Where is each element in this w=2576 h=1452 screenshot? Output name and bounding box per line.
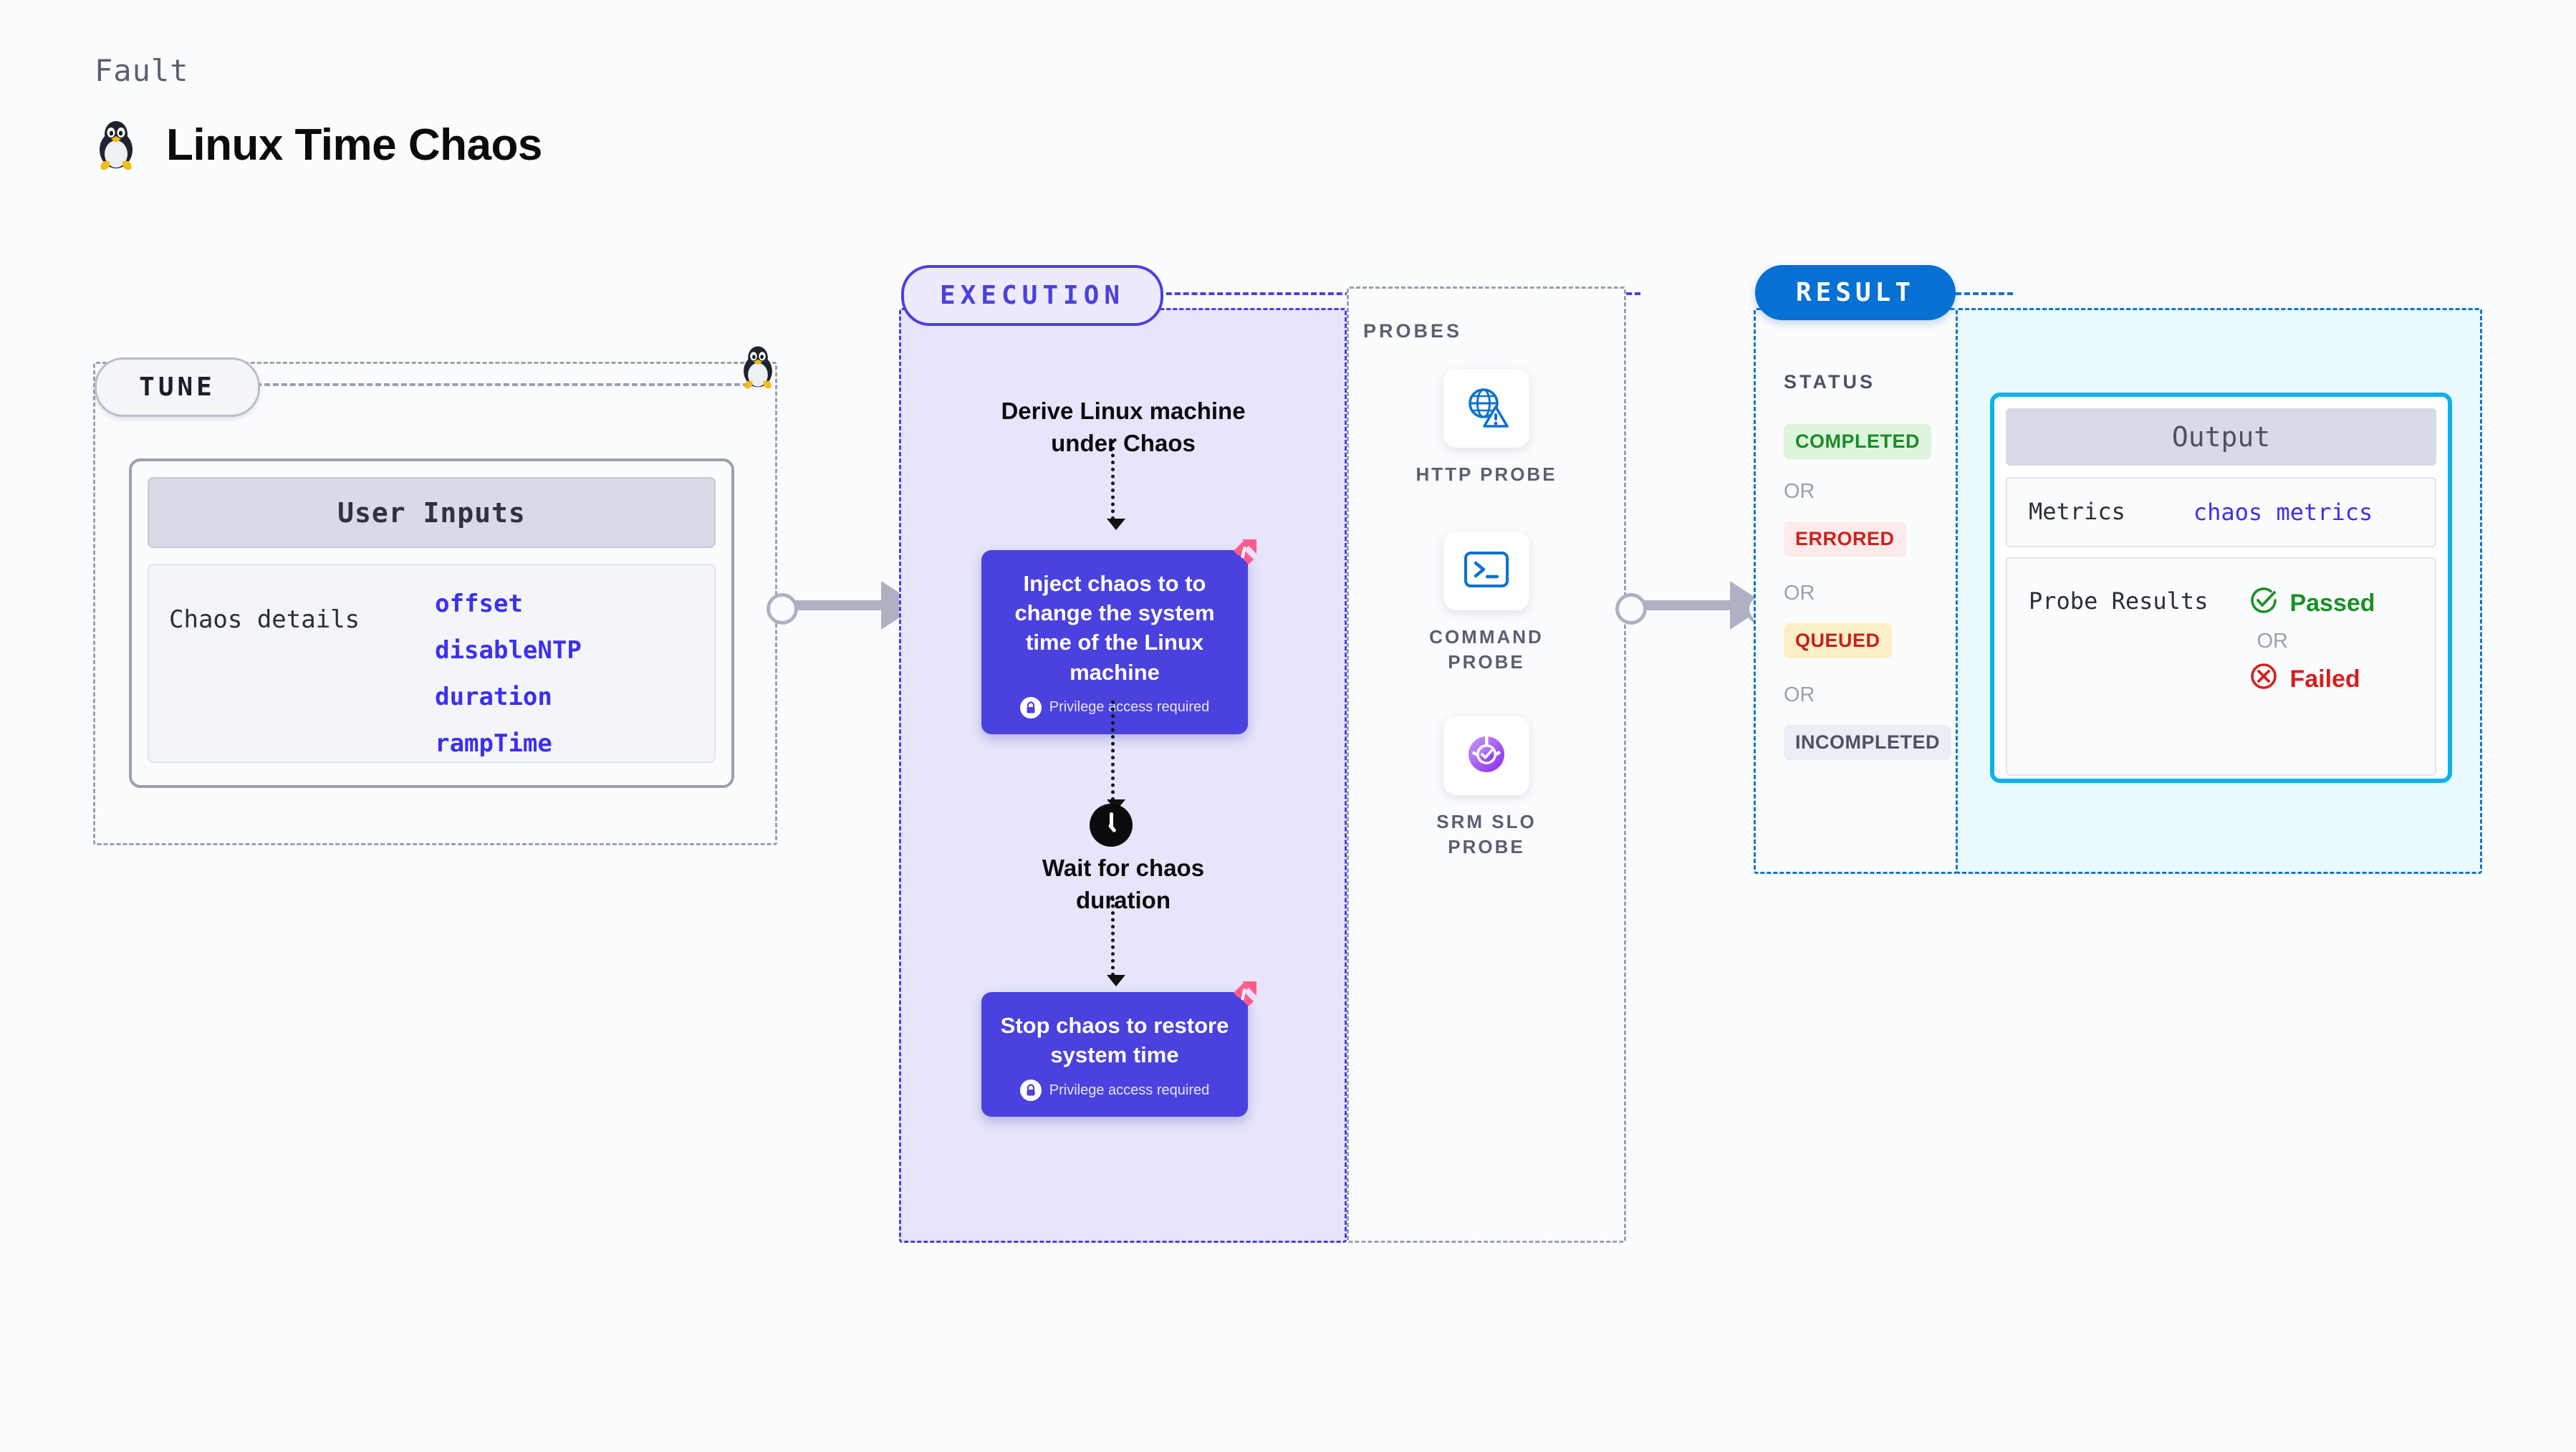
terminal-icon — [1464, 550, 1509, 592]
x-circle-icon — [2249, 662, 2278, 697]
probe-results-label: Probe Results — [2029, 587, 2209, 615]
execution-node-inject[interactable]: Inject chaos to to change the system tim… — [981, 539, 1256, 734]
privilege-note-stop-text: Privilege access required — [1049, 1082, 1210, 1098]
status-or-1: OR — [1784, 480, 1815, 503]
status-label: STATUS — [1784, 371, 1875, 393]
result-connector-dash — [1956, 292, 2013, 295]
flow-arrow-3 — [1107, 898, 1125, 986]
privilege-note-inject-text: Privilege access required — [1049, 699, 1210, 716]
globe-warning-icon — [1464, 385, 1509, 433]
slo-donut-check-icon — [1464, 731, 1509, 781]
probe-result-passed-label: Passed — [2289, 590, 2375, 617]
input-param-duration[interactable]: duration — [435, 683, 552, 711]
status-or-3: OR — [1784, 683, 1815, 706]
flow-arrow-1 — [1107, 440, 1125, 530]
lock-icon — [1019, 696, 1042, 718]
user-inputs-body: Chaos details offset disableNTP duration… — [148, 564, 716, 763]
user-inputs-title: User Inputs — [337, 496, 526, 529]
chaos-details-values: offset disableNTP duration rampTime — [435, 590, 582, 761]
input-param-disablentp[interactable]: disableNTP — [435, 636, 582, 665]
probe-http[interactable]: HTTP PROBE — [1400, 369, 1572, 487]
output-title: Output — [2171, 421, 2271, 453]
execution-step-derive-label: Derive Linux machine under Chaos — [1001, 398, 1246, 456]
input-param-offset[interactable]: offset — [435, 590, 523, 618]
probe-result-or: OR — [2257, 630, 2288, 653]
probe-srm-slo[interactable]: SRM SLO PROBE — [1400, 716, 1572, 860]
probe-command[interactable]: COMMAND PROBE — [1400, 532, 1572, 675]
harness-logo-icon — [1225, 538, 1258, 572]
lock-icon — [1019, 1080, 1042, 1102]
metrics-row: Metrics chaos metrics — [2006, 477, 2436, 547]
result-badge-label: RESULT — [1795, 278, 1916, 307]
output-header: Output — [2006, 408, 2436, 466]
tune-connector-dash — [256, 383, 757, 386]
flow-arrow-2 — [1107, 701, 1125, 811]
probe-srm-slo-label: SRM SLO PROBE — [1436, 811, 1537, 858]
result-badge[interactable]: RESULT — [1755, 265, 1956, 320]
input-param-ramptime[interactable]: rampTime — [435, 729, 552, 758]
privilege-note-inject: Privilege access required — [994, 696, 1235, 718]
probe-command-card — [1443, 532, 1529, 610]
status-badge-completed: COMPLETED — [1784, 424, 1932, 459]
tune-badge-label: TUNE — [139, 372, 216, 402]
output-card: Output Metrics chaos metrics Probe Resul… — [1990, 393, 2452, 783]
status-badge-errored: ERRORED — [1784, 521, 1906, 557]
probes-label: PROBES — [1363, 320, 1463, 342]
chaos-details-label: Chaos details — [169, 605, 360, 634]
fault-eyebrow: Fault — [95, 53, 189, 88]
probe-results-row: Probe Results Passed OR — [2006, 557, 2436, 776]
user-inputs-header: User Inputs — [148, 477, 716, 548]
page-title: Linux Time Chaos — [166, 120, 542, 170]
status-badge-incompleted: INCOMPLETED — [1784, 725, 1952, 760]
linux-tux-connector-icon — [739, 344, 777, 393]
probe-http-label: HTTP PROBE — [1416, 463, 1557, 485]
probe-command-label: COMMAND PROBE — [1429, 626, 1544, 673]
tune-badge[interactable]: TUNE — [95, 357, 260, 417]
check-circle-icon — [2249, 586, 2278, 621]
probe-http-card — [1443, 369, 1529, 448]
status-badge-queued: QUEUED — [1784, 623, 1892, 658]
harness-logo-icon — [1225, 980, 1258, 1014]
execution-step-wait-label: Wait for chaos duration — [1042, 855, 1205, 913]
metrics-value[interactable]: chaos metrics — [2193, 499, 2373, 526]
probe-results-values: Passed OR Failed — [2249, 586, 2375, 774]
clock-icon — [1088, 802, 1134, 852]
user-inputs-card: User Inputs Chaos details offset disable… — [129, 458, 734, 788]
execution-node-stop-text: Stop chaos to restore system time — [1000, 1013, 1229, 1068]
status-or-2: OR — [1784, 582, 1815, 605]
probe-result-failed-label: Failed — [2289, 665, 2360, 693]
privilege-note-stop: Privilege access required — [994, 1080, 1235, 1102]
linux-tux-icon — [95, 118, 138, 171]
execution-node-inject-text: Inject chaos to to change the system tim… — [1014, 571, 1215, 685]
probe-result-passed: Passed — [2249, 586, 2375, 621]
probe-result-failed: Failed — [2249, 662, 2375, 697]
execution-badge[interactable]: EXECUTION — [901, 265, 1163, 326]
fault-title-row: Linux Time Chaos — [95, 118, 542, 171]
metrics-label: Metrics — [2029, 498, 2125, 526]
execution-badge-label: EXECUTION — [939, 281, 1125, 310]
result-status-region — [1754, 308, 1958, 874]
probe-srm-slo-card — [1443, 716, 1529, 795]
execution-node-stop[interactable]: Stop chaos to restore system time Privil… — [981, 981, 1256, 1117]
